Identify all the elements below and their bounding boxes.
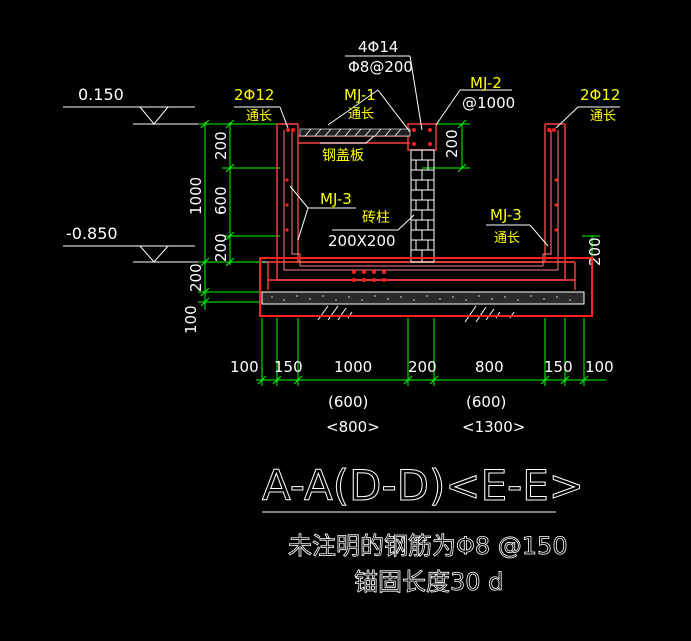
steel-cover-plate — [299, 128, 411, 137]
alt-dim-right-angle: <1300> — [462, 418, 525, 436]
dim-left-200-mid: 200 — [212, 233, 230, 262]
dim-left-1000: 1000 — [187, 177, 205, 215]
label-mj2: MJ-2 — [470, 74, 502, 92]
dim-left-200-bottom: 200 — [187, 263, 205, 292]
dim-bottom-100-left: 100 — [230, 358, 259, 376]
dim-bottom-100-right: 100 — [585, 358, 614, 376]
dim-bottom-800: 800 — [475, 358, 504, 376]
dim-bottom-200: 200 — [408, 358, 437, 376]
label-left-2phi12-sub: 通长 — [246, 109, 272, 124]
cushion-layer — [261, 291, 585, 305]
dim-bottom-1000: 1000 — [334, 358, 372, 376]
label-steel-cover: 钢盖板 — [322, 148, 364, 164]
elevation-top-label: 0.150 — [78, 85, 124, 104]
bottom-dimension-lines — [256, 318, 606, 386]
dim-left-100: 100 — [182, 305, 200, 334]
elevation-marker-top — [63, 106, 230, 125]
dim-right-200-bottom: 200 — [586, 237, 604, 266]
label-brick-column: 砖柱 — [362, 210, 390, 226]
label-4phi14: 4Φ14 — [358, 38, 398, 56]
alt-dim-left-angle: <800> — [326, 418, 380, 436]
alt-dim-right-paren: (600) — [466, 393, 506, 411]
dim-bottom-150-left: 150 — [274, 358, 303, 376]
left-dimension-lines — [198, 119, 280, 310]
label-mj1: MJ-1 — [344, 86, 376, 104]
label-mj1-sub: 通长 — [348, 107, 374, 122]
label-left-2phi12: 2Φ12 — [234, 86, 274, 104]
label-mj2-sub: @1000 — [462, 94, 515, 112]
alt-dim-left-paren: (600) — [328, 393, 368, 411]
label-mj3-left: MJ-3 — [320, 190, 352, 208]
label-mj3-right: MJ-3 — [490, 206, 522, 224]
elevation-bottom-label: -0.850 — [66, 224, 118, 243]
note-line-1: 未注明的钢筋为Φ8 @150 — [288, 532, 568, 560]
trench-structure — [267, 123, 576, 290]
dim-right-200-top: 200 — [443, 129, 461, 158]
label-right-2phi12-sub: 通长 — [590, 109, 616, 124]
label-mj3-right-sub: 通长 — [494, 231, 520, 246]
dim-left-200-top: 200 — [212, 131, 230, 160]
note-line-2: 锚固长度30 d — [354, 568, 503, 596]
rebar-lines — [283, 130, 559, 271]
label-brick-size: 200X200 — [328, 232, 396, 250]
dim-left-600: 600 — [212, 186, 230, 215]
brick-column — [410, 149, 435, 263]
elevation-marker-bottom — [63, 245, 270, 263]
highlight-box — [259, 257, 593, 317]
label-stirrup: Φ8@200 — [348, 58, 413, 76]
rebar-dots — [285, 128, 558, 282]
dim-bottom-150-right: 150 — [544, 358, 573, 376]
label-right-2phi12: 2Φ12 — [580, 86, 620, 104]
annotation-leaders — [234, 55, 620, 247]
soil-hatch — [317, 305, 515, 323]
section-title: A-A(D-D)<E-E> — [262, 461, 584, 510]
